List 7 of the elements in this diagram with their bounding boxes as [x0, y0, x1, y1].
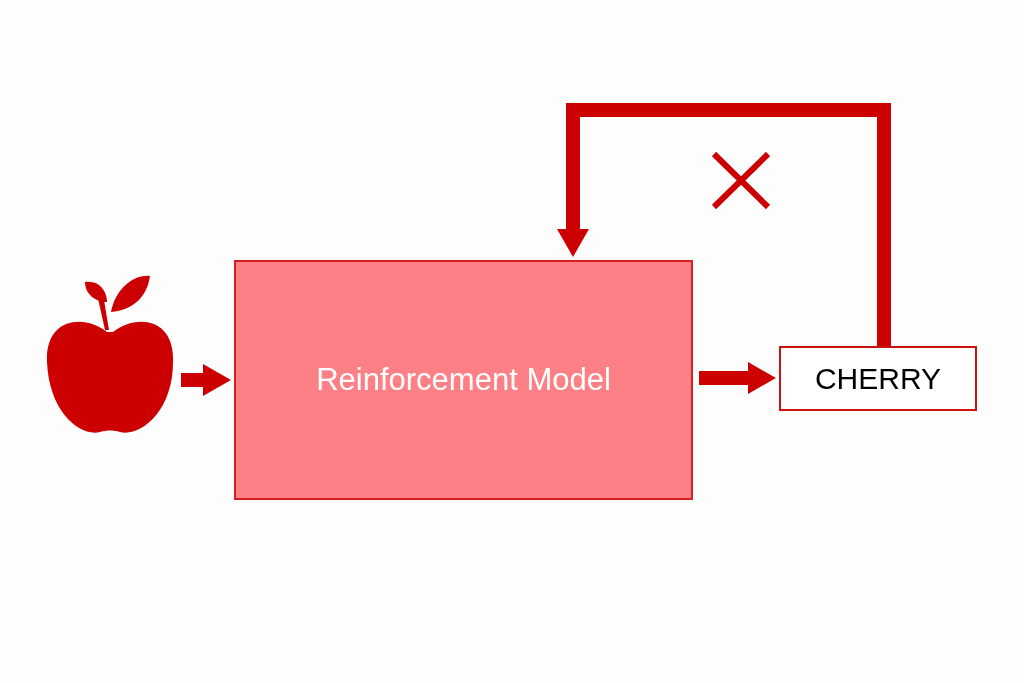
arrow [557, 103, 891, 346]
arrow [181, 364, 231, 396]
box-label: Reinforcement Model [316, 360, 611, 399]
output-box [779, 346, 977, 411]
arrow [699, 362, 776, 394]
process-box [234, 260, 693, 500]
output-label: CHERRY [814, 361, 942, 397]
